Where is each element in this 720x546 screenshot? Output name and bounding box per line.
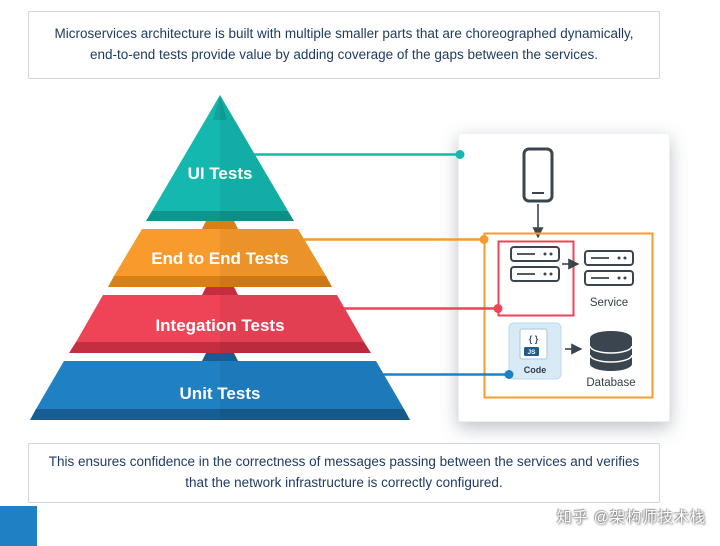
end-to-end-layer-base — [108, 276, 332, 287]
svg-text:{ }: { } — [529, 334, 539, 344]
ui-tests-layer-base — [146, 211, 294, 221]
end-to-end-shade — [220, 229, 332, 287]
service-server-icon — [584, 250, 634, 286]
end-to-end-label: End to End Tests — [151, 249, 289, 268]
end-to-end-scope-box — [483, 232, 654, 399]
architecture-diagram: Service { } JS Code Database — [483, 147, 654, 399]
smartphone-icon — [522, 147, 554, 203]
ui-tests-label: UI Tests — [188, 164, 253, 183]
unit-tests-tab — [202, 353, 238, 361]
service-label: Service — [590, 297, 628, 309]
integration-layer-base — [69, 342, 371, 353]
unit-tests-layer — [36, 361, 404, 409]
ui-tests-shade — [220, 95, 294, 221]
ui-tests-layer — [152, 95, 288, 211]
integration-shade — [220, 295, 371, 353]
end-to-end-layer — [114, 229, 326, 276]
integration-label: Integation Tests — [155, 316, 284, 335]
pyramid-tip — [213, 95, 227, 120]
top-note-text: Microservices architecture is built with… — [54, 26, 634, 62]
unit-tests-layer-base — [30, 409, 410, 420]
database-label: Database — [586, 377, 635, 389]
end-to-end-tab — [202, 221, 238, 229]
code-file-icon: { } JS Code — [508, 322, 562, 380]
database-icon — [589, 331, 633, 371]
unit-tests-label: Unit Tests — [180, 384, 261, 403]
integration-scope-box — [497, 240, 575, 317]
svg-text:Code: Code — [524, 365, 547, 375]
integration-tab — [202, 287, 238, 295]
integration-layer — [76, 295, 364, 342]
server-icon — [510, 246, 560, 282]
test-pyramid: UI Tests End to End Tests Integation Tes… — [30, 95, 410, 420]
bottom-note-box: This ensures confidence in the correctne… — [28, 443, 660, 503]
architecture-card: Service { } JS Code Database — [458, 133, 670, 422]
bottom-note-text: This ensures confidence in the correctne… — [48, 454, 640, 490]
decoration-blue-square — [0, 506, 37, 546]
watermark: 知乎 @架构师技术栈 — [556, 509, 706, 526]
svg-text:JS: JS — [528, 349, 537, 356]
top-note-box: Microservices architecture is built with… — [28, 11, 660, 79]
unit-tests-shade — [220, 361, 410, 420]
